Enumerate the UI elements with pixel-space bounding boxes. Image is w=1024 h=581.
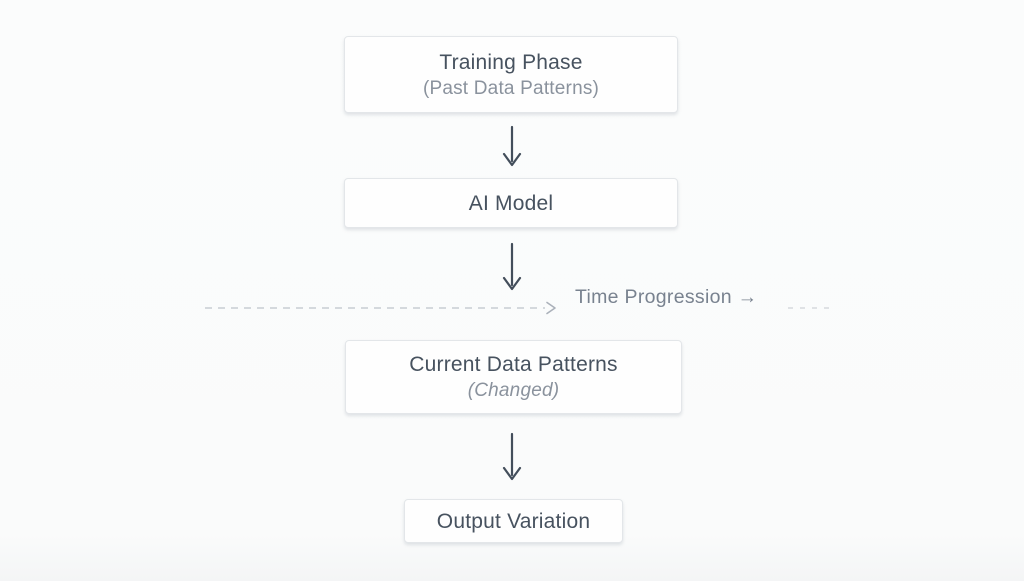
node-training-phase: Training Phase (Past Data Patterns) [344, 36, 678, 113]
node-current-data-patterns-sublabel: (Changed) [467, 380, 560, 401]
down-arrow-icon [502, 125, 522, 167]
node-output-variation: Output Variation [404, 499, 623, 543]
down-arrow-icon [502, 242, 522, 291]
node-output-variation-label: Output Variation [436, 509, 591, 533]
node-current-data-patterns-label: Current Data Patterns [409, 353, 618, 376]
node-training-phase-sublabel: (Past Data Patterns) [422, 77, 600, 99]
time-progression-label: Time Progression → [575, 286, 758, 308]
node-ai-model-label: AI Model [468, 191, 554, 215]
time-progression-dashed-line [205, 301, 832, 315]
node-current-data-patterns: Current Data Patterns (Changed) [345, 340, 682, 414]
node-training-phase-label: Training Phase [439, 50, 583, 74]
node-ai-model: AI Model [344, 178, 678, 228]
down-arrow-icon [502, 432, 522, 481]
